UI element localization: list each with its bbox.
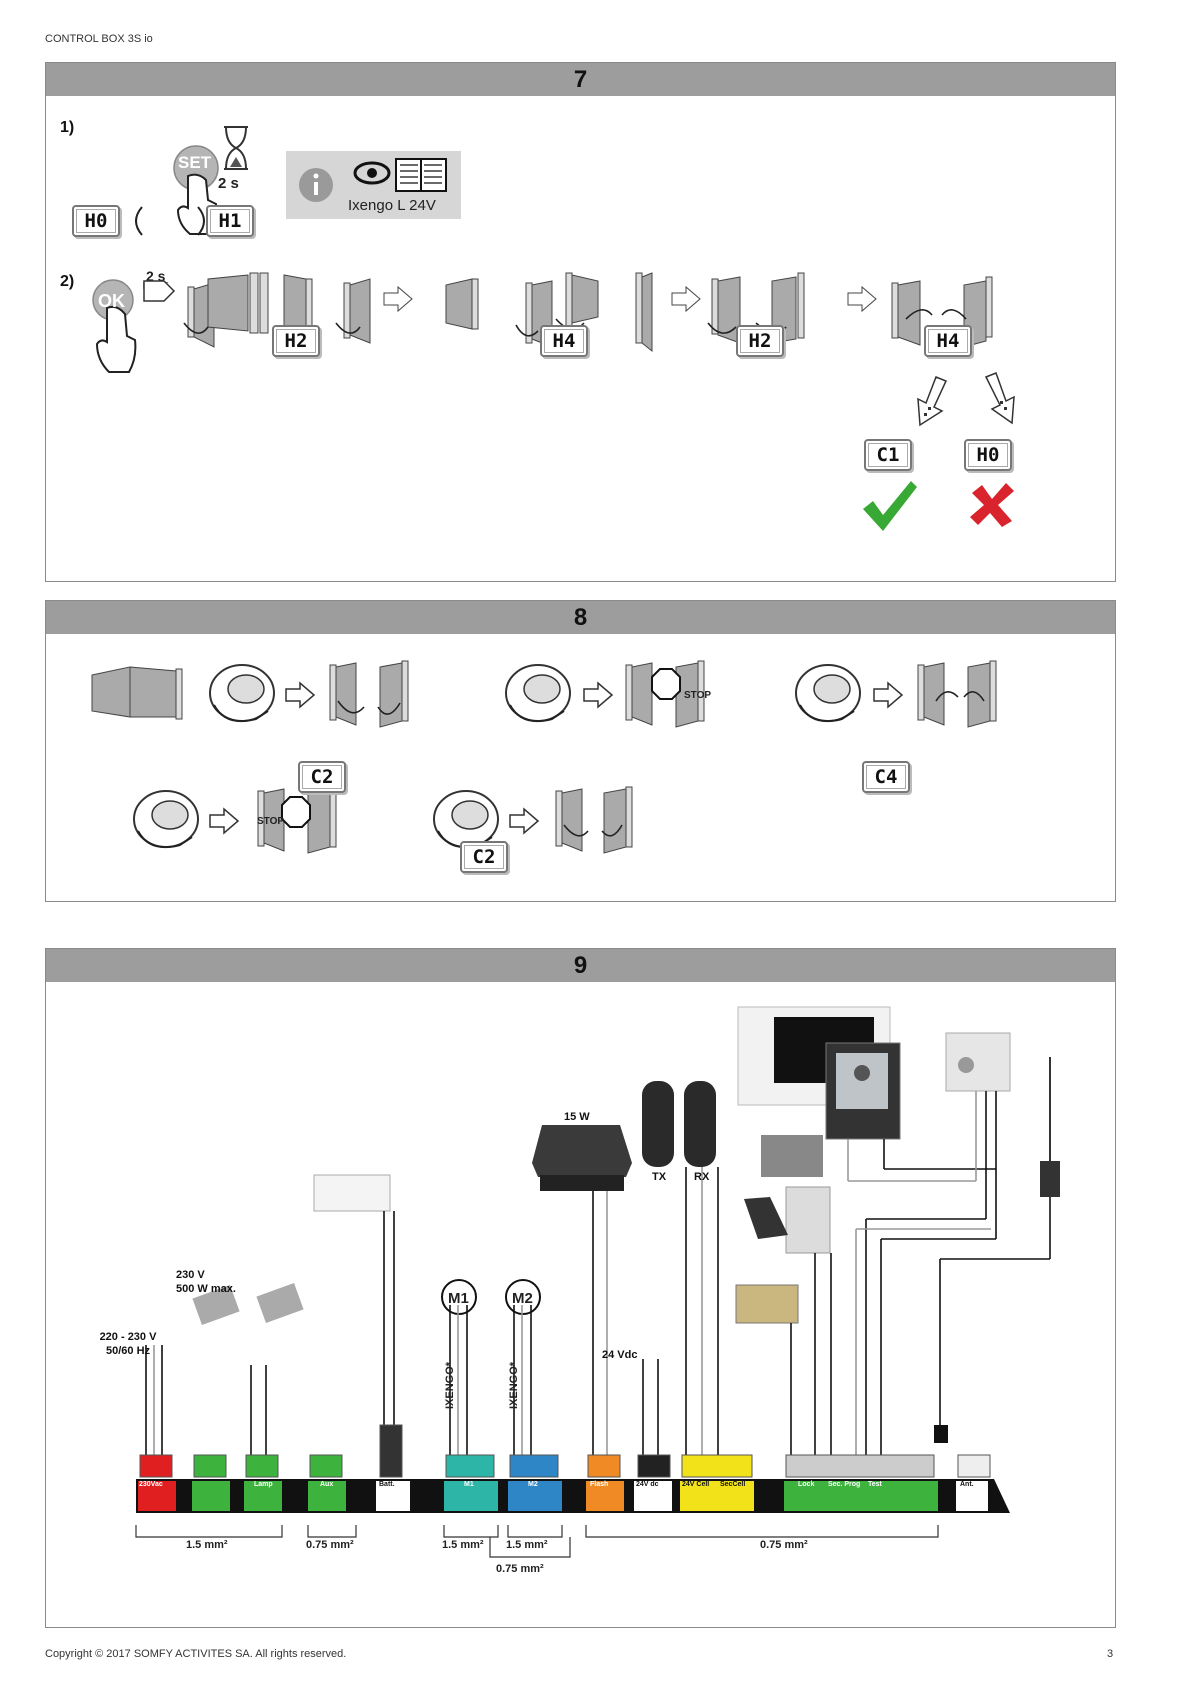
- code-c2-first: C2: [298, 761, 346, 793]
- page-number: 3: [1107, 1648, 1114, 1660]
- wire-gauge-3: 1.5 mm²: [442, 1539, 484, 1551]
- section-9-title: 9: [46, 949, 1115, 982]
- code-c4: C4: [862, 761, 910, 793]
- terminal-flash: Flash: [590, 1481, 609, 1488]
- ok-button-label: OK: [98, 291, 125, 311]
- info-box: Ixengo L 24V: [286, 151, 461, 219]
- success-check-icon: [863, 481, 917, 531]
- section-8-panel: 8: [45, 600, 1116, 902]
- code-h4-first: H4: [540, 325, 588, 357]
- terminal-antenna: Ant.: [960, 1481, 974, 1488]
- wire-gauge-6: 0.75 mm²: [760, 1539, 808, 1551]
- remote-sequence-illustration: [91, 660, 997, 854]
- terminal-battery: Batt.: [379, 1481, 395, 1488]
- code-c1: C1: [864, 439, 912, 471]
- hold-arrows-icon: [135, 206, 205, 236]
- wire-gauge-2: 0.75 mm²: [306, 1539, 354, 1551]
- code-h2-second: H2: [736, 325, 784, 357]
- wire-gauge-1: 1.5 mm²: [186, 1539, 228, 1551]
- wiring-diagram: [135, 1006, 1060, 1558]
- stop-sign-label-2: STOP: [257, 816, 285, 827]
- rx-label: RX: [694, 1171, 710, 1183]
- mains-frequency-label: 50/60 Hz: [105, 1345, 151, 1357]
- code-h2-first: H2: [272, 325, 320, 357]
- step-1-label: 1): [60, 119, 75, 136]
- code-c2-second: C2: [460, 841, 508, 873]
- lamp-power-label: 500 W max.: [176, 1283, 236, 1295]
- wire-gauge-5: 0.75 mm²: [496, 1563, 544, 1575]
- info-model: Ixengo L 24V: [348, 197, 436, 214]
- section-7-panel: 7 1) 2) SET 2 s 2 s H0 H1 Ixengo L 24V: [45, 62, 1116, 582]
- terminal-230vac: 230Vac: [139, 1481, 163, 1488]
- section-9-panel: 9: [45, 948, 1116, 1628]
- terminal-lock: Lock: [798, 1481, 815, 1488]
- terminal-sec-cell: SecCell: [720, 1481, 746, 1488]
- section-7-title: 7: [46, 63, 1115, 96]
- terminal-m2: M2: [528, 1481, 538, 1488]
- terminal-sec-prog: Sec. Prog: [828, 1481, 861, 1488]
- terminal-aux: Aux: [320, 1481, 334, 1488]
- hourglass-duration: 2 s: [218, 175, 239, 192]
- manual-icon: [353, 158, 447, 192]
- set-button-label: SET: [178, 153, 212, 172]
- hourglass-icon: [224, 126, 248, 170]
- code-h0-failure: H0: [964, 439, 1012, 471]
- ixengo-label-1: IXENGO*: [444, 1361, 456, 1409]
- section-8-title: 8: [46, 601, 1115, 634]
- tx-label: TX: [652, 1171, 667, 1183]
- code-h1: H1: [206, 205, 254, 237]
- lamp-voltage-label: 230 V: [176, 1269, 205, 1281]
- document-header: CONTROL BOX 3S io: [45, 33, 153, 45]
- info-icon: [299, 168, 333, 202]
- step-2-label: 2): [60, 273, 75, 290]
- vdc-label: 24 Vdc: [602, 1349, 638, 1361]
- stop-sign-label-1: STOP: [684, 690, 712, 701]
- ok-press-illustration: [92, 279, 137, 373]
- code-h4-second: H4: [924, 325, 972, 357]
- motor-1-label: M1: [448, 1290, 469, 1307]
- wire-gauge-4: 1.5 mm²: [506, 1539, 548, 1551]
- terminal-24vdc: 24V dc: [636, 1481, 659, 1488]
- failure-cross-icon: [970, 483, 1014, 527]
- copyright: Copyright © 2017 SOMFY ACTIVITES SA. All…: [45, 1648, 347, 1660]
- flash-power-label: 15 W: [564, 1111, 590, 1123]
- ixengo-label-2: IXENGO*: [508, 1361, 520, 1409]
- code-h0: H0: [72, 205, 120, 237]
- press-duration: 2 s: [146, 268, 166, 284]
- terminal-m1: M1: [464, 1481, 474, 1488]
- terminal-24v-cell: 24V Cell: [682, 1481, 710, 1488]
- terminal-test: Test: [868, 1481, 882, 1488]
- mains-voltage-label: 220 - 230 V: [99, 1331, 157, 1343]
- motor-2-label: M2: [512, 1290, 533, 1307]
- terminal-lamp: Lamp: [254, 1481, 273, 1488]
- branch-arrows-icon: [917, 372, 1015, 427]
